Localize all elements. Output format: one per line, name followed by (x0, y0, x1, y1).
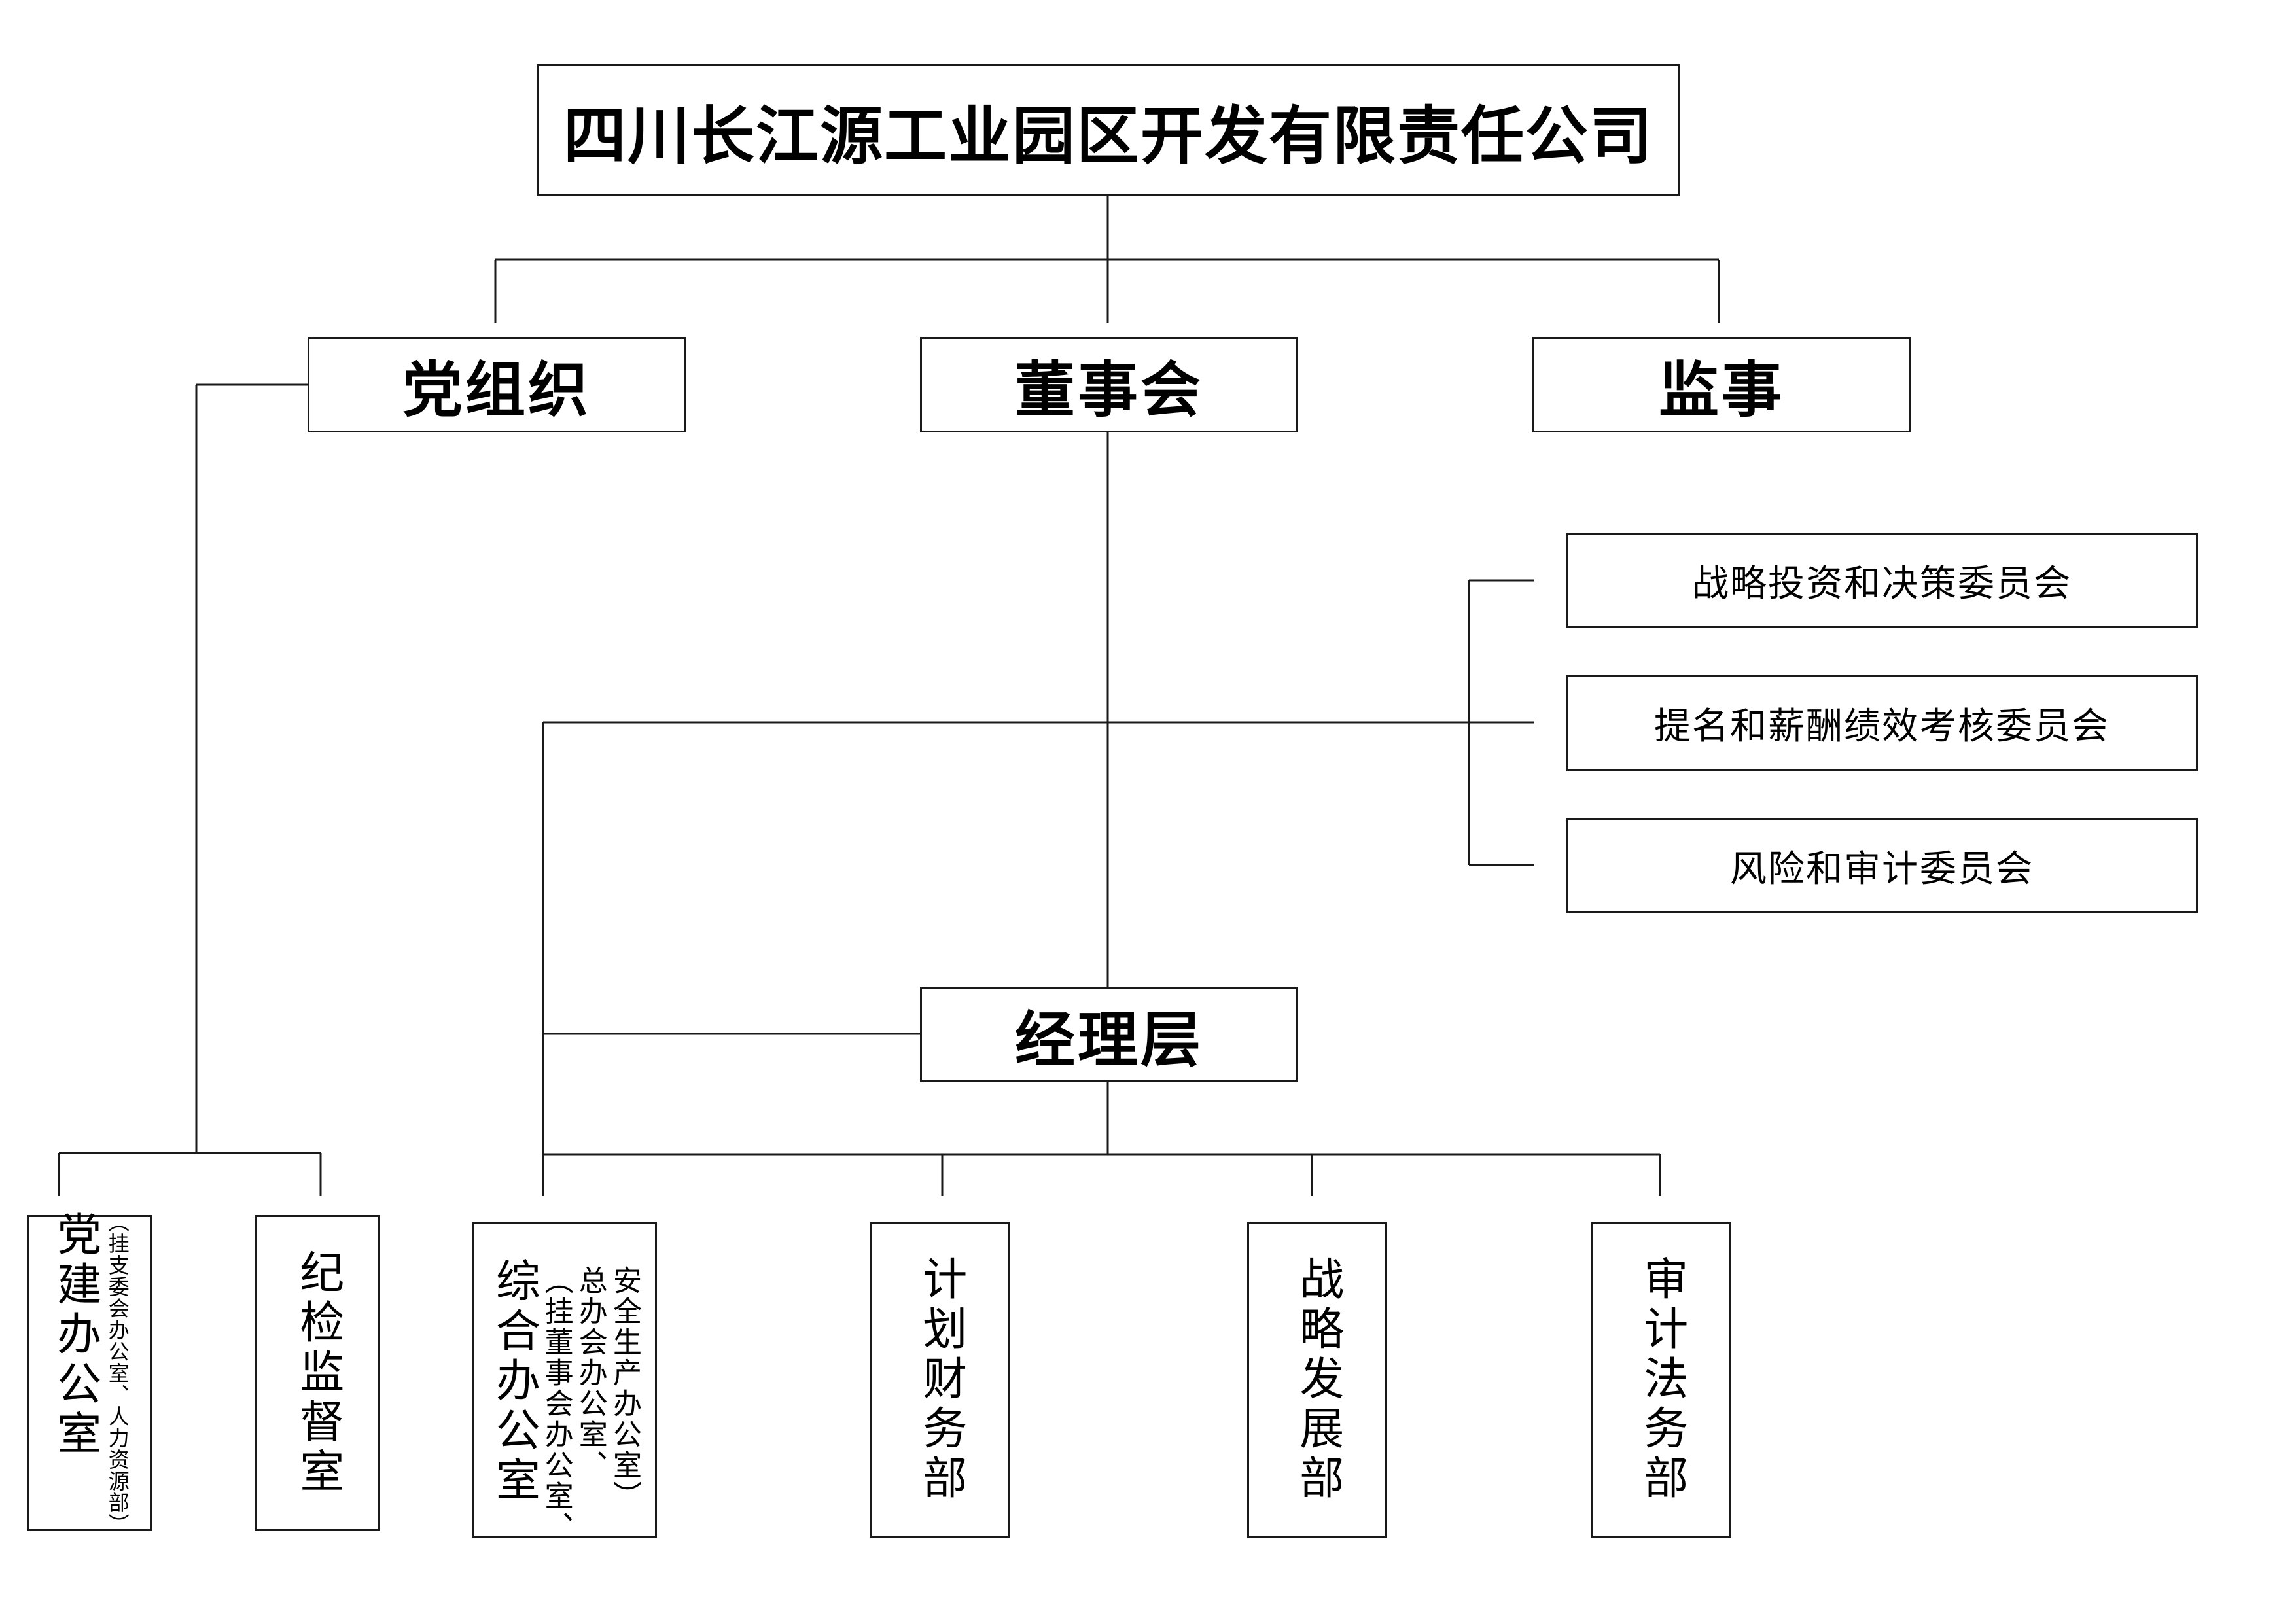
dept-audit-legal-box: 审计法务部 (1591, 1222, 1731, 1538)
supervisor-label: 监事 (1658, 355, 1784, 425)
dept-discipline-box: 纪检监督室 (255, 1215, 380, 1531)
committee-strategy-box: 战略投资和决策委员会 (1566, 533, 2198, 628)
dept-discipline-name: 纪检监督室 (291, 1248, 344, 1498)
management-label: 经理层 (1014, 1004, 1203, 1075)
dept-strategy-name: 战略发展部 (1291, 1255, 1343, 1504)
committee-risk-label: 风险和审计委员会 (1730, 847, 2034, 891)
dept-party-building-note: （挂支委会办公室、人力资源部） (105, 1211, 130, 1535)
party-organization-box: 党组织 (308, 337, 686, 432)
dept-general-name: 综合办公室 (487, 1258, 540, 1506)
company-title-box: 四川长江源工业园区开发有限责任公司 (537, 64, 1680, 196)
committee-nomination-box: 提名和薪酬绩效考核委员会 (1566, 675, 2198, 771)
committee-risk-box: 风险和审计委员会 (1566, 818, 2198, 913)
committee-strategy-label: 战略投资和决策委员会 (1692, 562, 2072, 605)
company-title: 四川长江源工业园区开发有限责任公司 (563, 99, 1653, 173)
dept-general-box: 安全生产办公室） 总办会办公室、 （挂董事会办公室、 综合办公室 (472, 1222, 657, 1542)
dept-audit-legal-name: 审计法务部 (1635, 1255, 1687, 1504)
dept-general-note-3: 安全生产办公室） (607, 1265, 641, 1511)
management-box: 经理层 (920, 987, 1298, 1082)
dept-finance-box: 计划财务部 (870, 1222, 1010, 1538)
dept-finance-name: 计划财务部 (914, 1255, 966, 1504)
dept-party-building-box: （挂支委会办公室、人力资源部） 党建办公室 (27, 1211, 152, 1535)
supervisor-box: 监事 (1532, 337, 1911, 432)
party-organization-label: 党组织 (402, 355, 591, 425)
dept-party-building-name: 党建办公室 (48, 1211, 101, 1460)
dept-strategy-box: 战略发展部 (1247, 1222, 1387, 1538)
dept-general-note-2: 总办会办公室、 (573, 1265, 607, 1481)
dept-general-note-1: （挂董事会办公室、 (539, 1265, 573, 1542)
committee-nomination-label: 提名和薪酬绩效考核委员会 (1654, 705, 2110, 748)
board-box: 董事会 (920, 337, 1298, 432)
board-label: 董事会 (1014, 355, 1203, 425)
